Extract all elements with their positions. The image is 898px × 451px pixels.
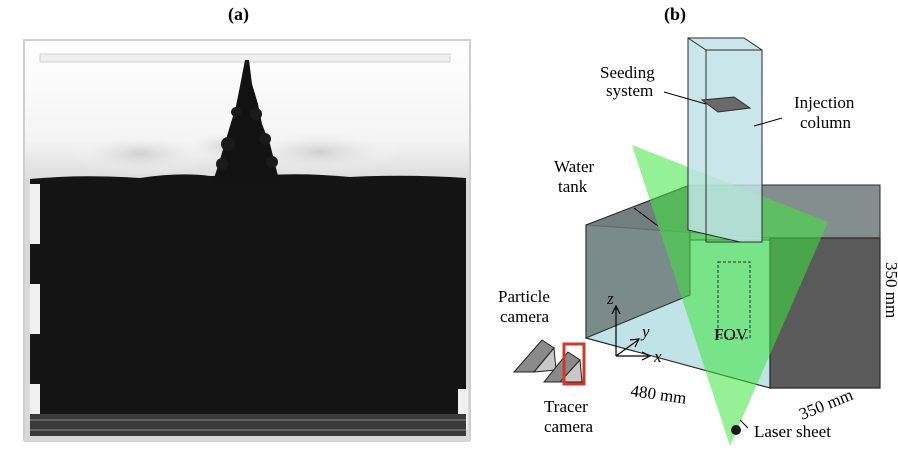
dim-depth-label: 350 mm [796, 385, 855, 424]
laser-sheet [632, 145, 828, 446]
tracer-camera-frame [562, 342, 586, 386]
axis-x-label: x [653, 347, 662, 366]
tracer-label-1: Tracer [544, 397, 588, 416]
laser-source-dot [731, 425, 741, 435]
injection-label-1: Injection [794, 93, 855, 112]
particle-label-2: camera [500, 307, 550, 326]
injection-column [687, 37, 763, 243]
water-label-1: Water [554, 157, 594, 176]
laser-sheet-label: Laser sheet [754, 422, 831, 441]
plume-photo-graphic [23, 39, 471, 442]
fov-box [717, 261, 751, 339]
water-label-2: tank [558, 177, 588, 196]
panel-a-label: (a) [228, 4, 249, 24]
seeding-label-1: Seeding [600, 63, 655, 82]
seeding-label-2: system [606, 81, 653, 100]
dim-length-label: 480 mm [629, 381, 687, 408]
injection-label-2: column [800, 113, 851, 132]
seeding-system-plate [700, 96, 752, 113]
axis-y-label: y [640, 322, 650, 341]
axes-glyph [611, 304, 652, 361]
dim-height-label: 350 mm [882, 262, 898, 318]
particle-label-1: Particle [498, 287, 550, 306]
axis-z-label: z [606, 289, 614, 308]
panel-b-label: (b) [664, 4, 686, 24]
plume-photograph [0, 34, 482, 446]
tracer-label-2: camera [544, 417, 594, 436]
setup-schematic: z y x Seeding system Injection column Wa… [482, 0, 898, 446]
schematic-graphic: z y x Seeding system Injection column Wa… [498, 37, 898, 446]
fov-label: FOV [714, 325, 749, 344]
